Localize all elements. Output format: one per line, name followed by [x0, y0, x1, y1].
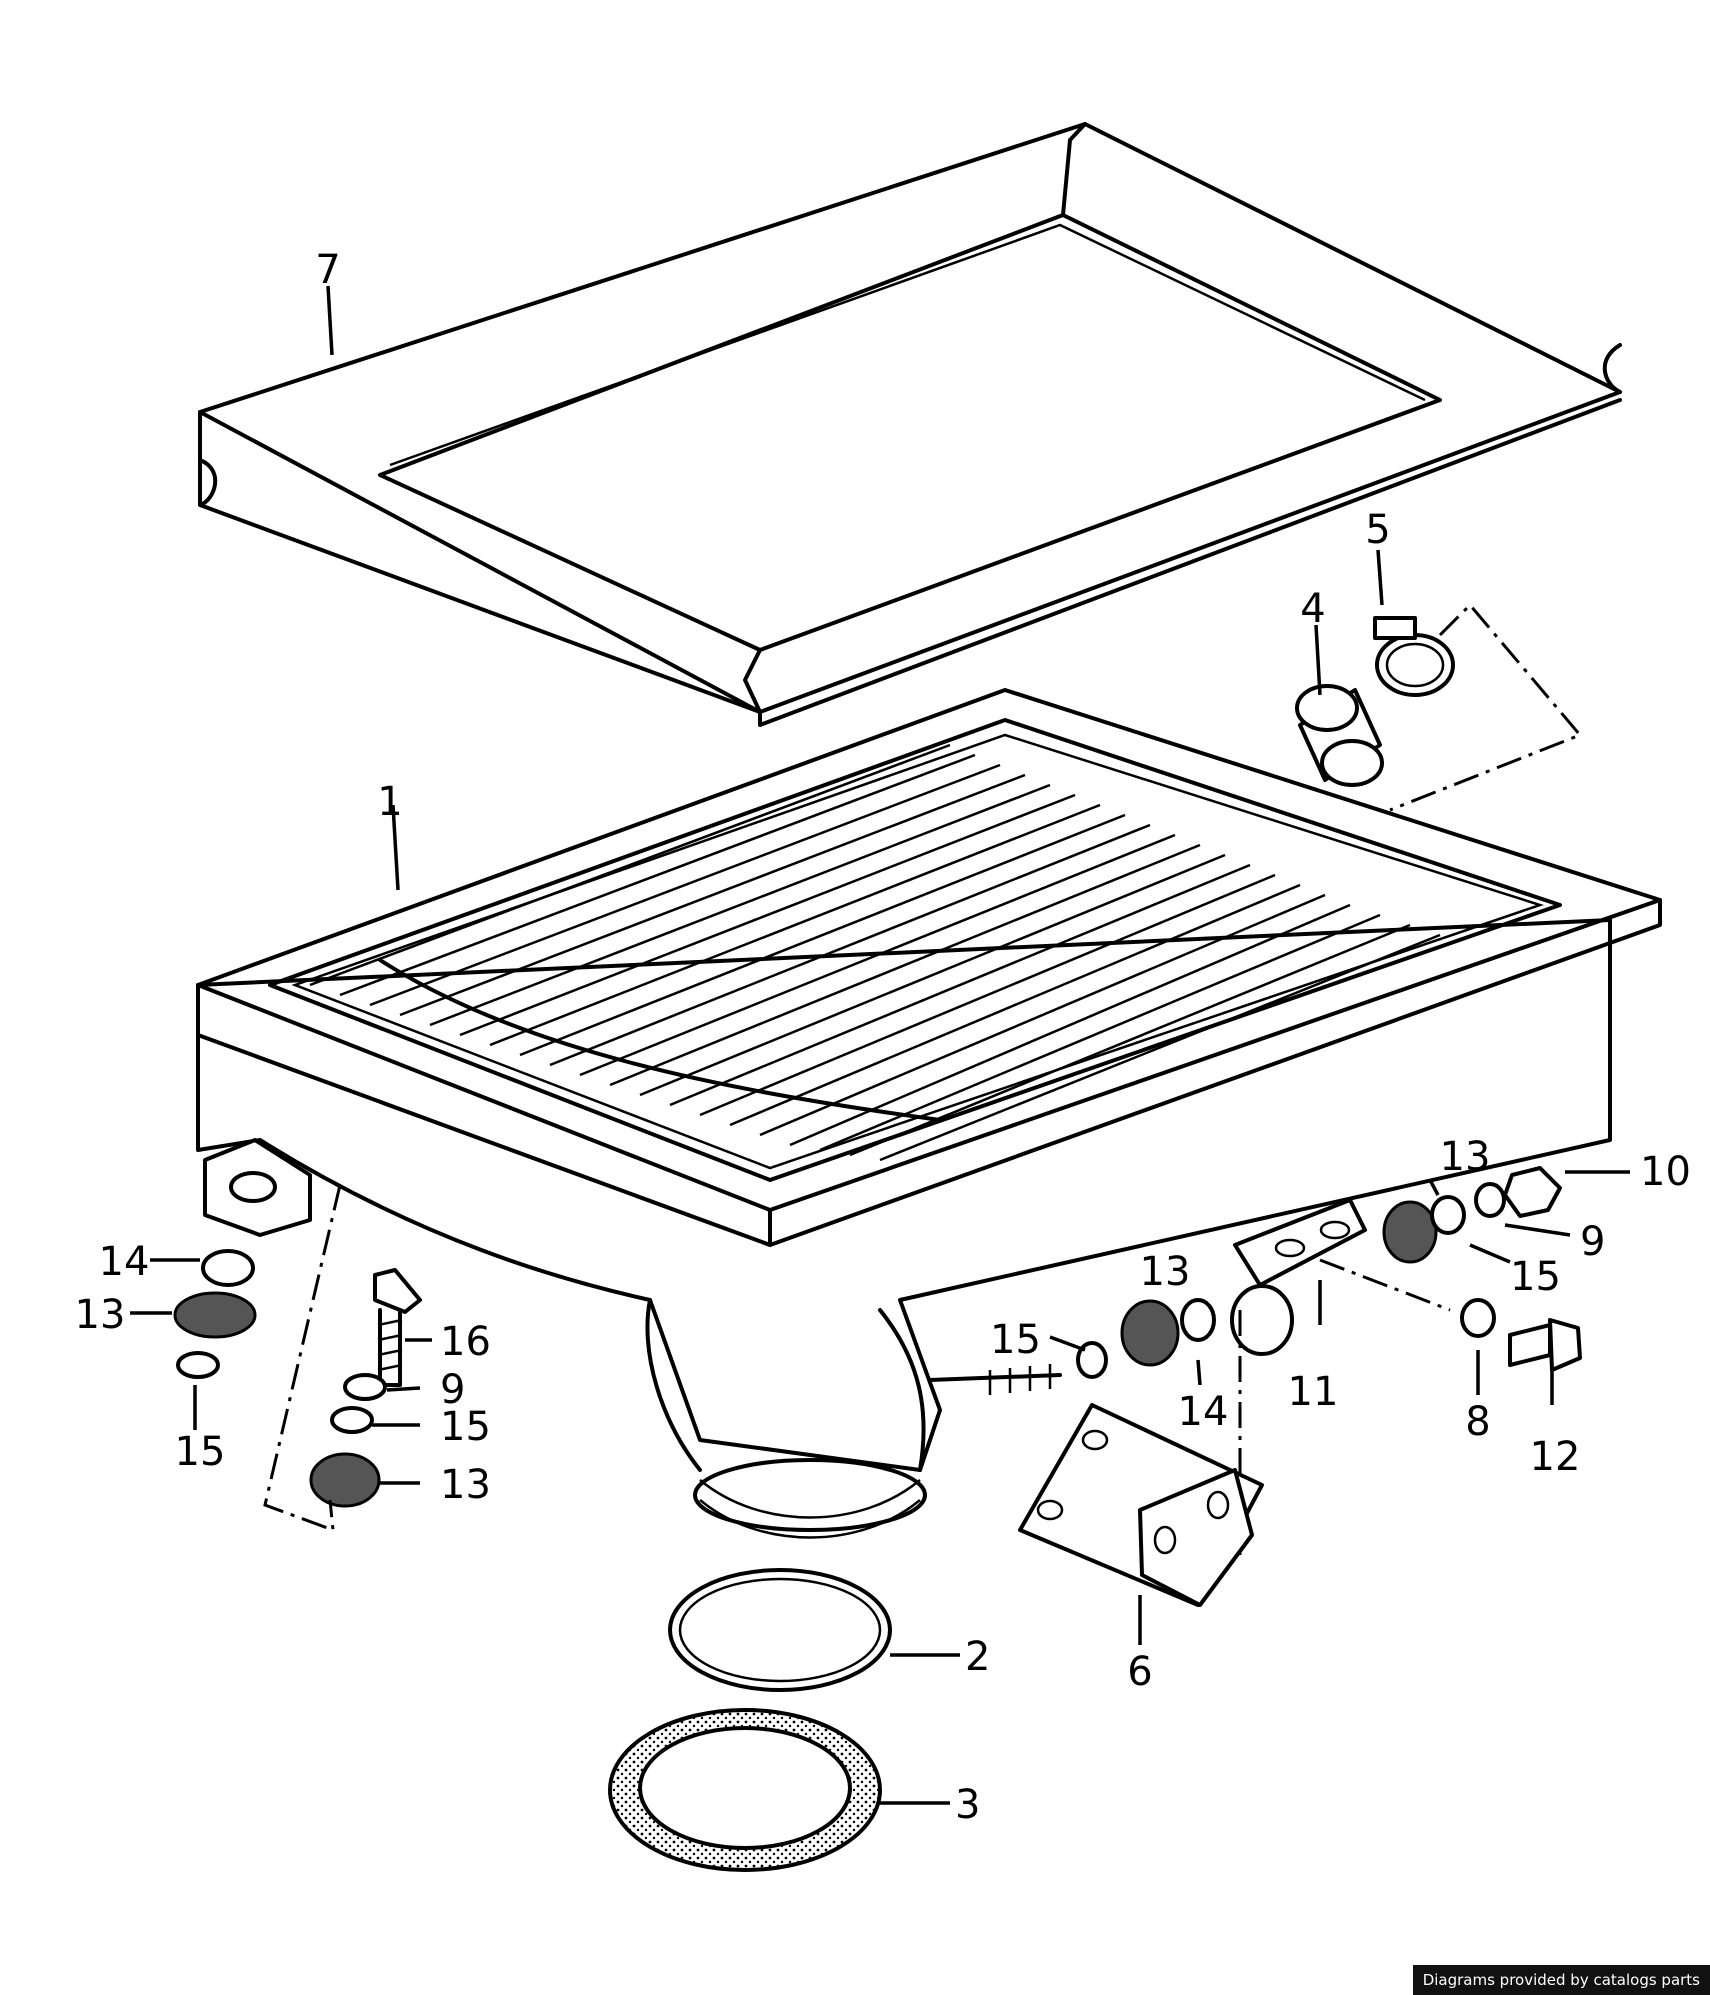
callout-8: 8 — [1465, 1399, 1490, 1445]
callout-14-right: 14 — [1178, 1389, 1229, 1435]
left-mount-hardware — [173, 1184, 422, 1533]
callout-6: 6 — [1127, 1649, 1152, 1695]
cover-frame-part-7 — [198, 122, 1622, 727]
gasket-part-3 — [608, 1708, 882, 1872]
callout-9-right: 9 — [1580, 1219, 1605, 1265]
intercooler-body-part-1 — [196, 688, 1662, 1539]
cooler-fins — [309, 743, 1441, 1162]
callout-15-left-lower: 15 — [440, 1404, 491, 1450]
callout-15-center: 15 — [990, 1317, 1041, 1363]
callout-12: 12 — [1530, 1434, 1581, 1480]
callout-4: 4 — [1300, 586, 1325, 632]
sleeve-part-4 — [1295, 684, 1384, 787]
callout-labels: 7 5 4 1 13 10 9 15 13 15 14 11 8 12 14 1… — [75, 247, 1691, 1828]
right-mount-hardware — [1076, 1166, 1582, 1555]
hose-clamp-part-5 — [1373, 616, 1455, 697]
callout-13-left: 13 — [75, 1292, 126, 1338]
callout-15-left: 15 — [175, 1429, 226, 1475]
callout-2: 2 — [965, 1634, 990, 1680]
callout-15-right: 15 — [1510, 1254, 1561, 1300]
assembly-line-sleeve — [1389, 602, 1583, 812]
callout-16: 16 — [440, 1319, 491, 1365]
callout-7: 7 — [315, 247, 340, 293]
leader-lines — [130, 285, 1630, 1805]
callout-3: 3 — [955, 1782, 980, 1828]
callout-13-right-top: 13 — [1440, 1134, 1491, 1180]
callout-14-left: 14 — [99, 1239, 150, 1285]
callout-10: 10 — [1640, 1149, 1691, 1195]
callout-9-left: 9 — [440, 1367, 465, 1413]
mount-bracket-part-6 — [1018, 1403, 1264, 1607]
callout-5: 5 — [1365, 507, 1390, 553]
callout-1: 1 — [377, 779, 402, 825]
callout-13-left-lower: 13 — [440, 1462, 491, 1508]
callout-13-right-mid: 13 — [1140, 1249, 1191, 1295]
callout-11: 11 — [1288, 1369, 1339, 1415]
o-ring-part-2-inner — [678, 1577, 882, 1683]
credit-badge: Diagrams provided by catalogs parts — [1412, 1965, 1710, 1995]
o-ring-part-2 — [668, 1568, 892, 1692]
